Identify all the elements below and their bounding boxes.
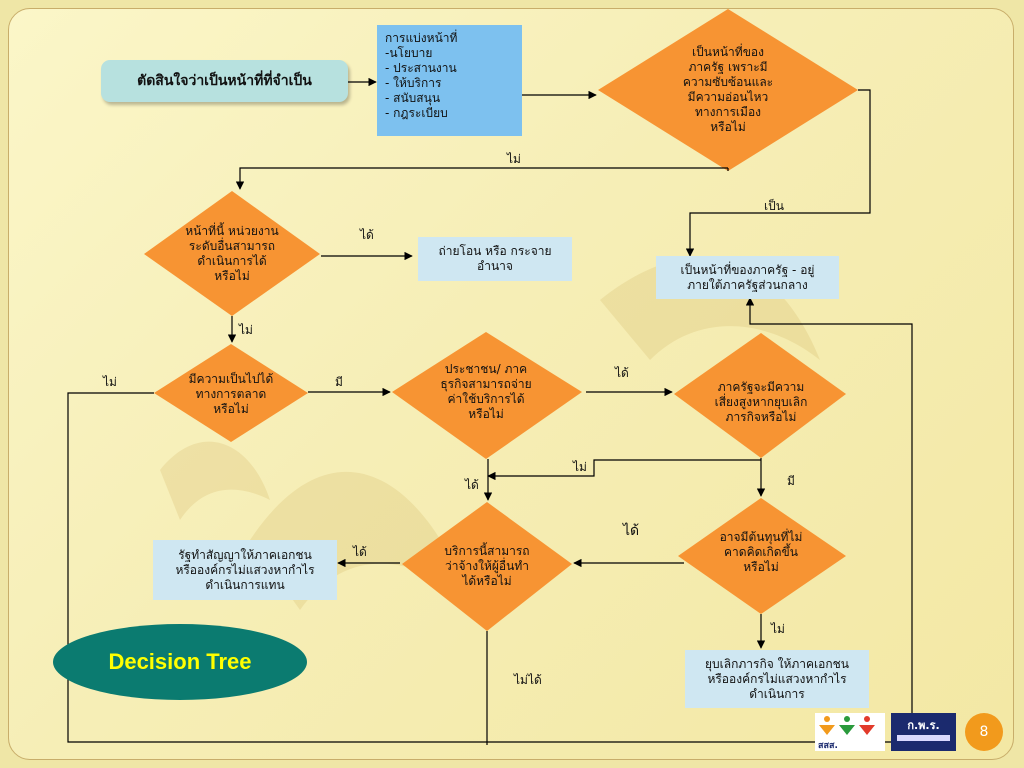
opdc-logo: ก.พ.ร.: [891, 713, 956, 751]
transfer-box: ถ่ายโอน หรือ กระจาย อำนาจ: [418, 237, 572, 281]
edge-label-can: ได้: [623, 523, 640, 539]
diamond-govt-role: [598, 9, 858, 171]
diamond-other-agency: [144, 191, 320, 316]
diamond-sunk-cost: [678, 498, 846, 614]
edge-label-have: มี: [787, 474, 795, 488]
opdc-logo-text: ก.พ.ร.: [907, 719, 940, 732]
risk-question: ภาครัฐจะมีความ เสี่ยงสูงหากยุบเลิก ภารกิ…: [714, 379, 808, 424]
other-agency-question: หน้าที่นี้ หน่วยงาน ระดับอื่นสามารถ ดำเน…: [185, 224, 279, 283]
edge-label-no: ไม่: [771, 622, 785, 636]
diamond-risk: [674, 333, 846, 458]
connectors: [67, 77, 913, 745]
decision-tree-badge: Decision Tree: [53, 624, 307, 700]
page-number: 8: [965, 713, 1003, 751]
functions-list-box: การแบ่งหน้าที่ -นโยบาย - ประสานงาน - ให้…: [377, 25, 522, 136]
edge-label-cannot: ไม่ได้: [514, 673, 542, 687]
edge-label-no: ไม่: [239, 323, 253, 337]
figures-icon: [819, 716, 875, 735]
edge-label-can: ได้: [615, 366, 629, 380]
edge-label-can: ได้: [360, 228, 374, 242]
edge-label-no: ไม่: [507, 152, 521, 166]
diamond-outsource: [402, 502, 572, 631]
sss-logo-text: สสส.: [818, 741, 838, 751]
govt-role-question: เป็นหน้าที่ของ ภาครัฐ เพราะมี ความซับซ้อ…: [682, 45, 774, 134]
diamond-market: [154, 344, 308, 442]
abolish-box: ยุบเลิกภารกิจ ให้ภาคเอกชน หรือองค์กรไม่แ…: [685, 650, 869, 708]
outsource-question: บริการนี้สามารถ ว่าจ้างให้ผู้อื่นทำ ได้ห…: [444, 543, 530, 588]
sunk-cost-question: อาจมีต้นทุนที่ไม่ คาดคิดเกิดขึ้น หรือไม่: [719, 529, 803, 574]
sss-logo: สสส.: [815, 713, 885, 751]
private-pay-question: ประชาชน/ ภาค ธุรกิจสามารถจ่าย ค่าใช้บริก…: [440, 362, 532, 421]
edge-label-can: ได้: [465, 478, 479, 492]
edge-label-is: เป็น: [764, 199, 784, 213]
edge-label-can: ได้: [353, 545, 367, 559]
market-question: มีความเป็นไปได้ ทางการตลาด หรือไม่: [188, 371, 274, 416]
edge-label-have: มี: [335, 375, 343, 389]
edge-label-no: ไม่: [573, 460, 587, 474]
diamond-private-pay: [392, 332, 582, 459]
central-govt-box: เป็นหน้าที่ของภาครัฐ - อยู่ ภายใต้ภาครัฐ…: [656, 256, 839, 299]
contract-box: รัฐทำสัญญาให้ภาคเอกชน หรือองค์กรไม่แสวงห…: [153, 540, 337, 600]
start-label: ตัดสินใจว่าเป็นหน้าที่ที่จำเป็น: [101, 60, 348, 102]
edge-label-no: ไม่: [103, 375, 117, 389]
opdc-logo-bar: [897, 735, 950, 741]
